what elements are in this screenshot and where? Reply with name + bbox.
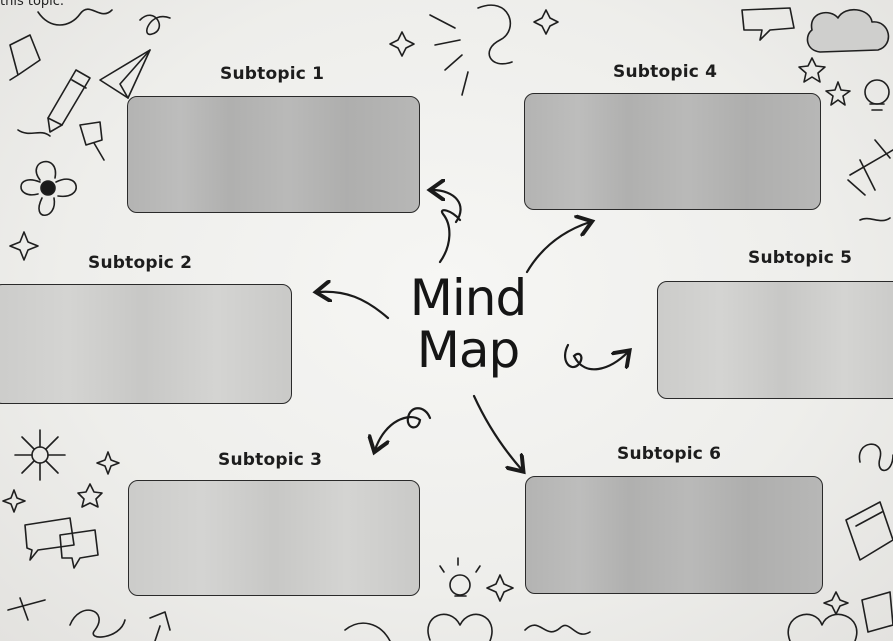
book-icon bbox=[846, 502, 893, 560]
arrow-to-subtopic-5 bbox=[565, 345, 628, 369]
subtopic-6-label: Subtopic 6 bbox=[617, 444, 721, 464]
airplane-icon bbox=[848, 140, 893, 195]
arrow-to-subtopic-1 bbox=[432, 190, 461, 262]
subtopic-2-box[interactable] bbox=[0, 284, 292, 404]
scribble-icon bbox=[859, 444, 893, 470]
cloud-icon bbox=[807, 10, 888, 52]
paper-plane-icon bbox=[100, 50, 150, 98]
sparkle-icon bbox=[487, 575, 513, 601]
subtopic-4-label: Subtopic 4 bbox=[613, 62, 717, 82]
center-title-line-2: Map bbox=[398, 324, 538, 376]
sparkle-icon bbox=[3, 490, 25, 512]
subtopic-1-label: Subtopic 1 bbox=[220, 64, 324, 84]
arrow-to-subtopic-3 bbox=[375, 408, 430, 450]
sparkle-icon bbox=[390, 32, 414, 56]
star-icon bbox=[826, 82, 850, 105]
center-title: Mind Map bbox=[398, 272, 538, 376]
pushpin-icon bbox=[80, 122, 104, 160]
subtopic-2-label: Subtopic 2 bbox=[88, 253, 192, 273]
heart-icon bbox=[428, 614, 492, 641]
subtopic-4-box[interactable] bbox=[524, 93, 821, 210]
subtopic-3-label: Subtopic 3 bbox=[218, 450, 322, 470]
star-icon bbox=[78, 484, 102, 507]
scribble-icon bbox=[525, 625, 590, 634]
heart-icon bbox=[788, 614, 857, 641]
star-icon bbox=[799, 58, 825, 82]
scribble-icon bbox=[478, 5, 512, 64]
arrow-to-subtopic-2 bbox=[318, 292, 388, 318]
sparkle-icon bbox=[97, 452, 119, 474]
book-icon bbox=[10, 35, 40, 80]
scribble-icon bbox=[38, 9, 112, 25]
subtopic-5-box[interactable] bbox=[657, 281, 893, 399]
sparkle-icon bbox=[10, 232, 38, 260]
center-title-line-1: Mind bbox=[398, 272, 538, 324]
subtopic-5-label: Subtopic 5 bbox=[748, 248, 852, 268]
top-text: this topic. bbox=[0, 0, 64, 9]
pushpin-icon bbox=[150, 612, 170, 641]
scribble-icon bbox=[140, 15, 170, 34]
sparkle-icon bbox=[824, 592, 848, 614]
lightbulb-icon bbox=[440, 558, 480, 596]
flower-icon bbox=[21, 162, 76, 216]
arrow-to-subtopic-4 bbox=[527, 222, 590, 272]
sparkle-icon bbox=[534, 10, 558, 34]
airplane-icon bbox=[8, 598, 45, 620]
subtopic-6-box[interactable] bbox=[525, 476, 823, 594]
subtopic-3-box[interactable] bbox=[128, 480, 420, 596]
lightbulb-icon bbox=[865, 80, 889, 110]
scribble-icon bbox=[70, 610, 125, 637]
pencil-icon bbox=[48, 70, 90, 132]
speech-bubble-icon bbox=[742, 8, 794, 40]
subtopic-1-box[interactable] bbox=[127, 96, 420, 213]
arrow-to-subtopic-6 bbox=[474, 396, 522, 470]
speech-bubble-icon bbox=[25, 518, 98, 568]
flower-icon bbox=[15, 430, 65, 480]
